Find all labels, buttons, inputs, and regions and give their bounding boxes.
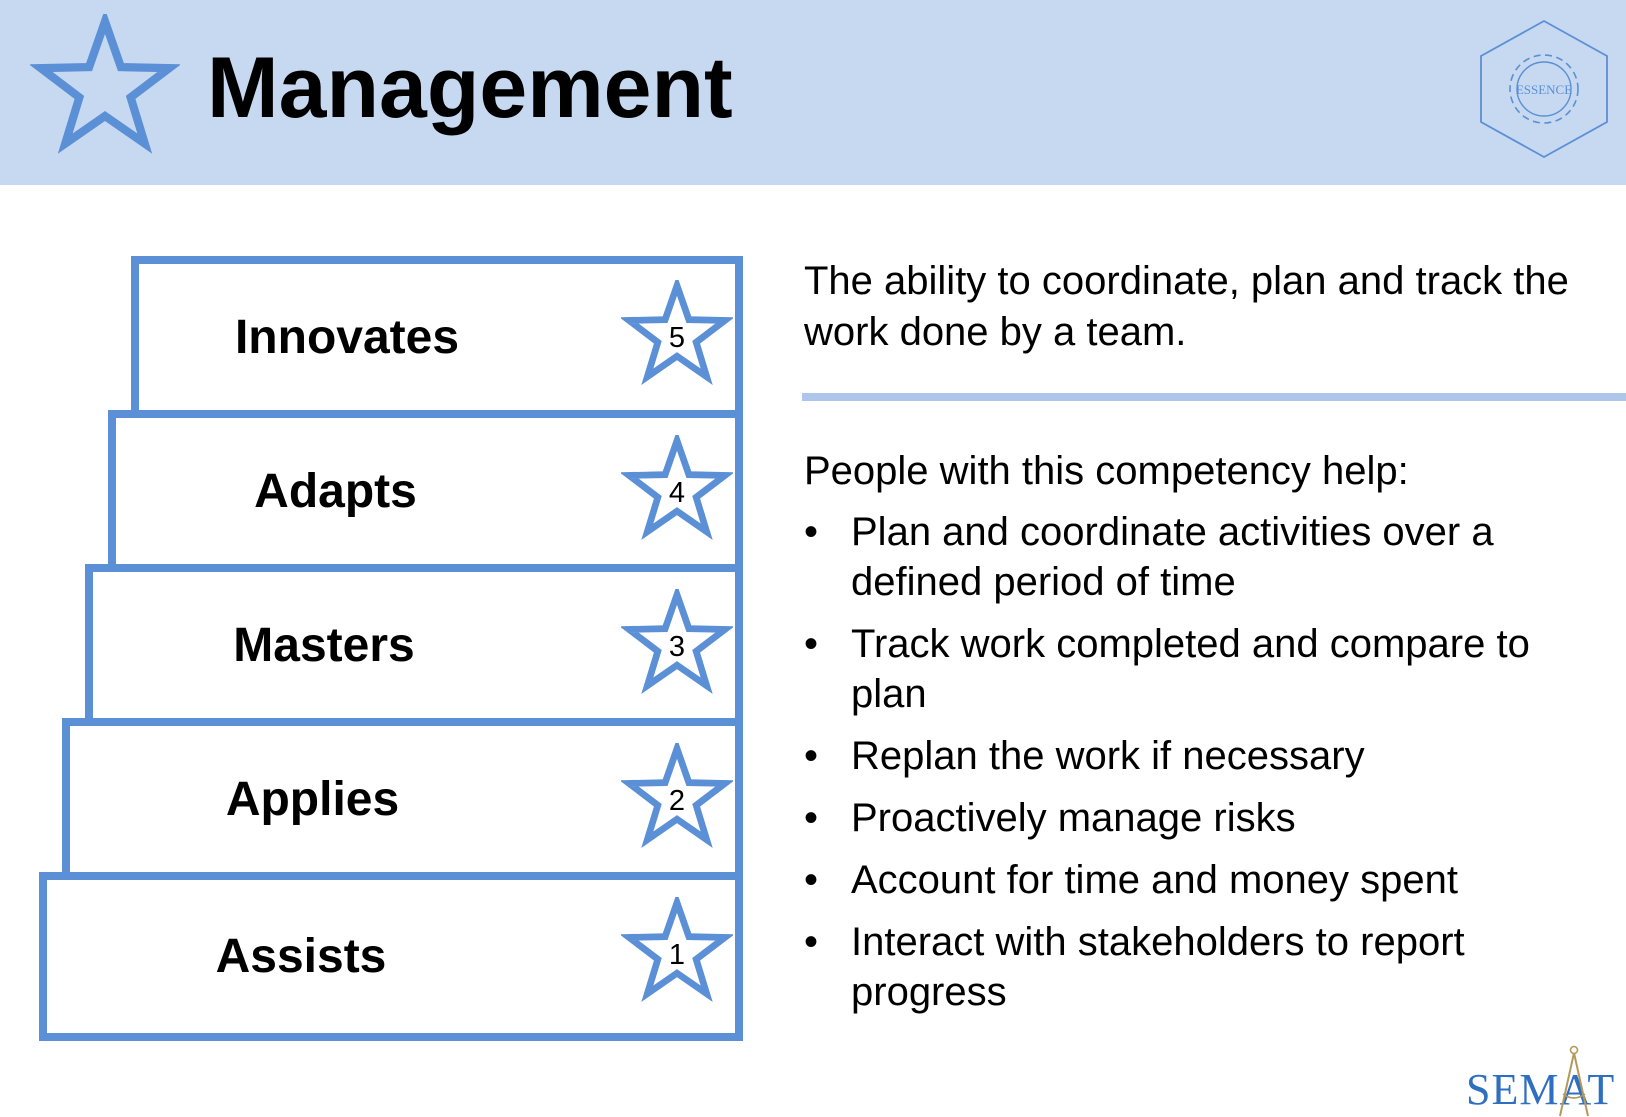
list-item: • Track work completed and compare to pl… bbox=[804, 619, 1604, 719]
list-item-text: Replan the work if necessary bbox=[851, 734, 1365, 778]
bullet-icon: • bbox=[804, 734, 819, 778]
level-badge: 4 bbox=[621, 435, 733, 547]
star-outline-icon bbox=[621, 743, 733, 849]
competency-intro: People with this competency help: bbox=[804, 449, 1409, 493]
level-number: 4 bbox=[668, 476, 686, 509]
star-outline-icon bbox=[621, 897, 733, 1003]
section-divider bbox=[802, 393, 1626, 401]
level-badge: 1 bbox=[621, 897, 733, 1009]
list-item: • Interact with stakeholders to report p… bbox=[804, 917, 1604, 1017]
level-badge: 2 bbox=[621, 743, 733, 855]
list-item: • Plan and coordinate activities over a … bbox=[804, 507, 1604, 607]
list-item: • Proactively manage risks bbox=[804, 793, 1604, 843]
level-label: Adapts bbox=[254, 464, 417, 518]
level-label: Masters bbox=[233, 618, 415, 672]
star-outline-icon bbox=[621, 280, 733, 386]
semat-logo: SEMAT bbox=[1466, 1044, 1626, 1117]
header-banner: Management ESSENCE bbox=[0, 0, 1626, 185]
list-item-text: Interact with stakeholders to report pro… bbox=[851, 920, 1465, 1014]
list-item-text: Account for time and money spent bbox=[851, 858, 1458, 902]
essence-logo-text: ESSENCE bbox=[1516, 82, 1572, 97]
bullet-icon: • bbox=[804, 920, 819, 964]
level-number: 3 bbox=[668, 630, 686, 663]
bullet-icon: • bbox=[804, 796, 819, 840]
list-item-text: Proactively manage risks bbox=[851, 796, 1296, 840]
semat-logo-text: SEMAT bbox=[1466, 1065, 1616, 1114]
level-label: Assists bbox=[215, 930, 387, 983]
essence-logo: ESSENCE bbox=[1480, 19, 1608, 159]
level-step-5: Innovates 5 bbox=[131, 256, 743, 418]
level-badge: 3 bbox=[621, 589, 733, 701]
page-title: Management bbox=[207, 40, 733, 136]
bullet-icon: • bbox=[804, 858, 819, 902]
list-item-text: Plan and coordinate activities over a de… bbox=[851, 510, 1494, 604]
level-step-1: Assists 1 bbox=[39, 872, 743, 1041]
level-badge: 5 bbox=[621, 280, 733, 392]
list-item-text: Track work completed and compare to plan bbox=[851, 622, 1530, 716]
bullet-icon: • bbox=[804, 622, 819, 666]
compass-icon bbox=[1559, 1045, 1589, 1117]
competency-list: • Plan and coordinate activities over a … bbox=[804, 507, 1604, 1029]
level-step-2: Applies 2 bbox=[62, 718, 743, 880]
level-step-4: Adapts 4 bbox=[108, 410, 743, 572]
level-number: 5 bbox=[668, 321, 686, 354]
level-number: 1 bbox=[668, 938, 686, 971]
star-outline-icon bbox=[621, 589, 733, 695]
list-item: • Account for time and money spent bbox=[804, 855, 1604, 905]
list-item: • Replan the work if necessary bbox=[804, 731, 1604, 781]
level-number: 2 bbox=[668, 784, 686, 817]
star-outline-icon bbox=[30, 14, 180, 154]
level-label: Applies bbox=[225, 772, 400, 826]
star-outline-icon bbox=[621, 435, 733, 541]
level-label: Innovates bbox=[234, 310, 460, 364]
competency-summary: The ability to coordinate, plan and trac… bbox=[804, 259, 1569, 354]
level-step-3: Masters 3 bbox=[85, 564, 743, 726]
bullet-icon: • bbox=[804, 510, 819, 554]
